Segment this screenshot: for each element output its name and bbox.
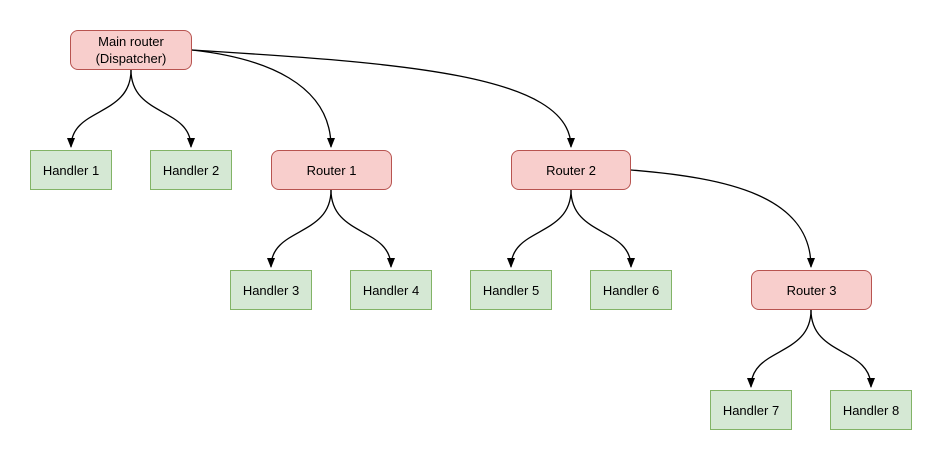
node-handler-2[interactable]: Handler 2 [150,150,232,190]
edge-router-1-to-handler-3 [267,189,332,268]
node-handler-8[interactable]: Handler 8 [830,390,912,430]
edge-main-router-to-handler-2 [130,69,195,148]
edge-router-3-to-handler-7 [747,309,812,388]
node-router-3[interactable]: Router 3 [751,270,872,310]
node-handler-3[interactable]: Handler 3 [230,270,312,310]
node-handler-6[interactable]: Handler 6 [590,270,672,310]
node-handler-5[interactable]: Handler 5 [470,270,552,310]
edge-main-router-to-router-2 [191,49,575,148]
node-router-2[interactable]: Router 2 [511,150,631,190]
edge-router-3-to-handler-8 [810,309,875,388]
node-handler-1[interactable]: Handler 1 [30,150,112,190]
node-handler-4[interactable]: Handler 4 [350,270,432,310]
node-router-1[interactable]: Router 1 [271,150,392,190]
node-main-router[interactable]: Main router (Dispatcher) [70,30,192,70]
edge-router-2-to-router-3 [630,169,815,268]
edge-router-1-to-handler-4 [330,189,395,268]
edge-router-2-to-handler-6 [570,189,635,268]
node-handler-7[interactable]: Handler 7 [710,390,792,430]
edge-router-2-to-handler-5 [507,189,572,268]
edge-main-router-to-router-1 [191,49,335,148]
edge-main-router-to-handler-1 [67,69,132,148]
